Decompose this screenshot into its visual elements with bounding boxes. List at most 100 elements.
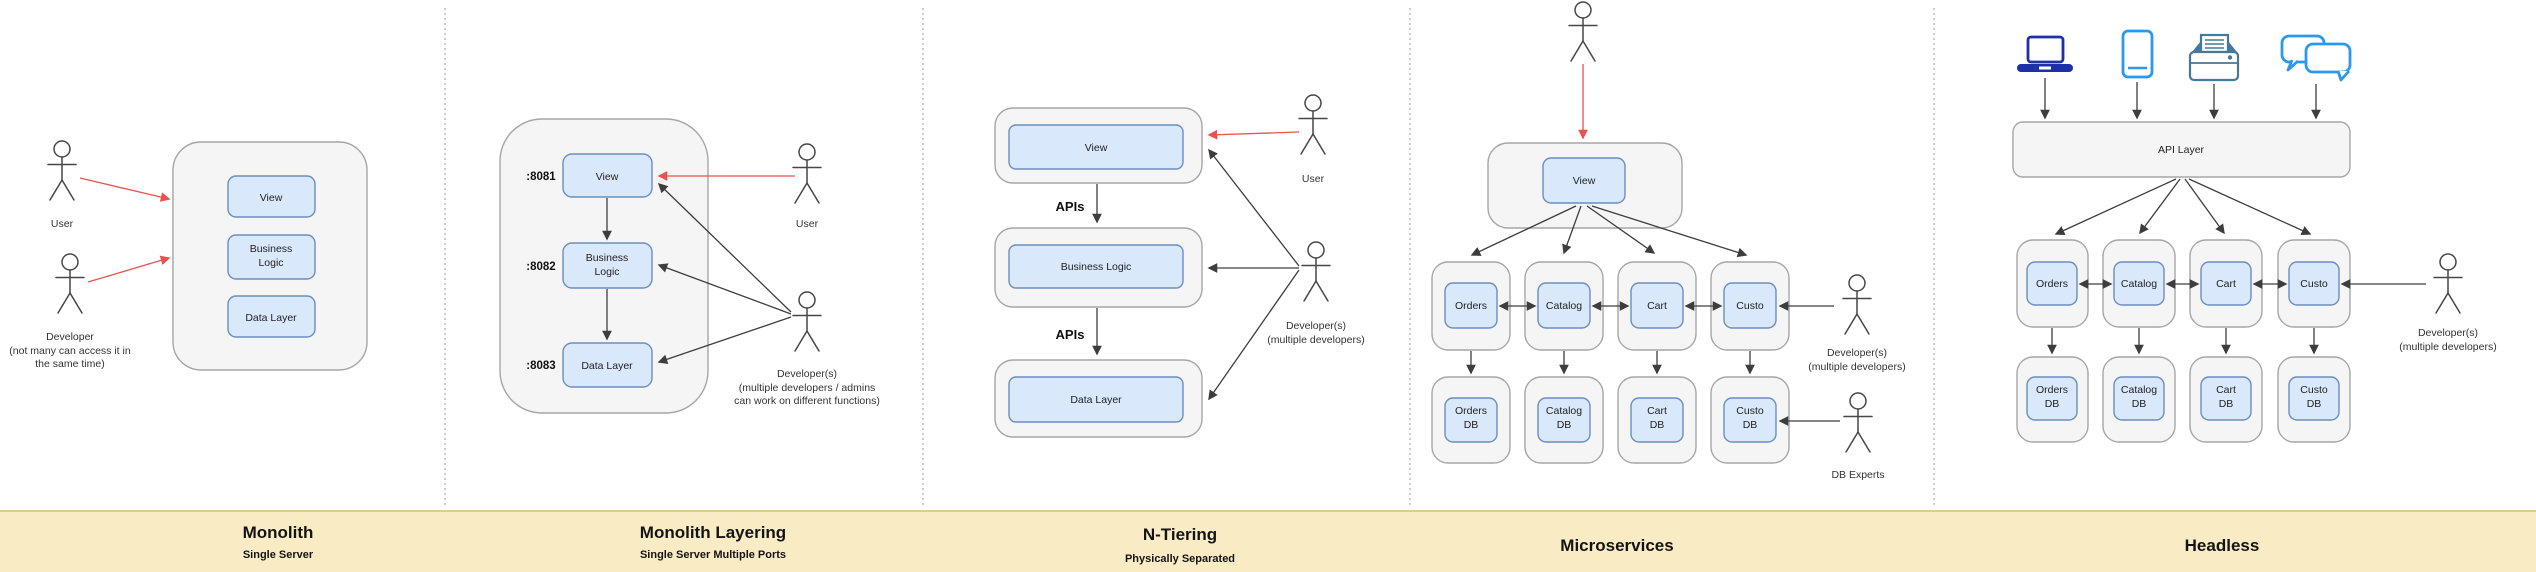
view-label: View [1573,175,1596,187]
view-to-services-arrows [1470,205,1748,258]
view-box [227,175,316,218]
developers-note-line1: (multiple developers) [1267,334,1364,346]
monolith-title: Monolith [243,523,314,542]
api-layer-label: API Layer [2158,144,2205,156]
apis-label-1: APIs [1056,199,1085,214]
custo-db-box [2288,376,2340,421]
cart-db-box [2200,376,2252,421]
service-to-db-arrows [1466,351,1755,375]
view-box [1008,124,1184,170]
custo-db-label-line2: DB [2307,398,2322,410]
cart-service-label: Cart [1647,300,1667,312]
custo-db-label-line2: DB [1743,419,1758,431]
data-layer-label: Data Layer [1070,394,1122,406]
developers-work-arrows [657,182,792,364]
headless-title: Headless [2185,536,2260,555]
monolith-layering-subtitle: Single Server Multiple Ports [640,549,786,561]
orders-db-label-line1: Orders [1455,405,1487,417]
custo-service-box [2288,261,2340,306]
panel-monolith: User Developer (not many can access it i… [9,140,368,371]
port-8083-label: :8083 [526,360,555,372]
view-label: View [596,171,619,183]
orders-service-label: Orders [2036,278,2068,290]
developers-actor-icon [1301,241,1331,302]
orders-db-box [1444,397,1498,443]
view-label: View [260,192,283,204]
catalog-db-box [1537,397,1591,443]
catalog-service-label: Catalog [2121,278,2157,290]
microservices-title: Microservices [1560,536,1673,555]
catalog-db-label-line2: DB [2132,398,2147,410]
panel-headless: API Layer Orders Catalog Cart Custo [2012,29,2497,443]
catalog-db-label-line1: Catalog [2121,384,2157,396]
user-actor-icon [1568,1,1598,62]
cart-db-label-line1: Cart [2216,384,2236,396]
orders-service-box [2026,261,2078,306]
developers-label: Developer(s) [777,368,837,380]
data-layer-label: Data Layer [581,360,633,372]
developers-note-line1: (multiple developers) [2399,341,2496,353]
cart-db-label-line1: Cart [1647,405,1667,417]
orders-db-box [2026,376,2078,421]
band-background [0,510,2536,572]
business-logic-box [227,234,316,280]
cart-db-box [1630,397,1684,443]
data-layer-box [562,342,653,388]
panel-microservices: View Orders Catalog Cart Custo [1431,1,1906,481]
business-logic-label-line2: Logic [258,257,283,269]
business-logic-box [1008,244,1184,289]
user-actor-icon [1298,94,1328,155]
custo-service-label: Custo [1736,300,1764,312]
developers-label: Developer(s) [1286,320,1346,332]
orders-service-label: Orders [1455,300,1487,312]
developer-note-line2: the same time) [35,358,104,370]
bottom-title-band: Monolith Single Server Monolith Layering… [0,510,2536,572]
cart-db-label-line2: DB [2219,398,2234,410]
laptop-icon [2017,35,2073,72]
panel-separators [444,8,1935,508]
developer-note-line1: (not many can access it in [9,345,131,357]
developers-actor-icon [1842,274,1872,335]
developers-note-line2: can work on different functions) [734,395,880,407]
developers-note-line1: (multiple developers) [1808,361,1905,373]
business-logic-label-line1: Business [250,243,293,255]
n-tiering-subtitle: Physically Separated [1125,553,1235,565]
data-layer-box [1008,376,1184,423]
business-logic-label-line2: Logic [594,266,619,278]
business-logic-label: Business Logic [1061,261,1132,273]
user-actor-icon [47,140,77,201]
developers-actor-icon [2433,253,2463,314]
smartphone-icon [2121,29,2154,79]
printer-icon [2188,33,2240,82]
user-label: User [51,218,74,230]
user-access-arrow [79,177,171,202]
developers-label: Developer(s) [1827,347,1887,359]
custo-db-box [1723,397,1777,443]
cart-db-label-line2: DB [1650,419,1665,431]
user-label: User [796,218,819,230]
cart-service-box [1630,282,1684,329]
panel-monolith-layering: :8081 View :8082 Business Logic :8083 Da… [499,118,880,414]
view-label: View [1085,142,1108,154]
panel-n-tiering: View APIs Business Logic APIs Data Layer… [994,94,1365,438]
catalog-db-label-line2: DB [1557,419,1572,431]
catalog-service-box [2113,261,2165,306]
port-8082-label: :8082 [526,261,555,273]
data-layer-label: Data Layer [245,312,297,324]
apis-label-2: APIs [1056,327,1085,342]
custo-db-label-line1: Custo [1736,405,1764,417]
orders-db-label-line2: DB [2045,398,2060,410]
device-to-api-arrows [2040,78,2321,120]
data-layer-box [227,295,316,338]
business-logic-label-line1: Business [586,252,629,264]
view-box [562,153,653,198]
catalog-db-label-line1: Catalog [1546,405,1582,417]
business-logic-box [562,242,653,289]
orders-db-label-line1: Orders [2036,384,2068,396]
custo-service-box [1723,282,1777,329]
api-layer-box [2012,121,2351,178]
monolith-subtitle: Single Server [243,549,314,561]
view-box [1542,157,1626,204]
port-8081-label: :8081 [526,171,556,183]
